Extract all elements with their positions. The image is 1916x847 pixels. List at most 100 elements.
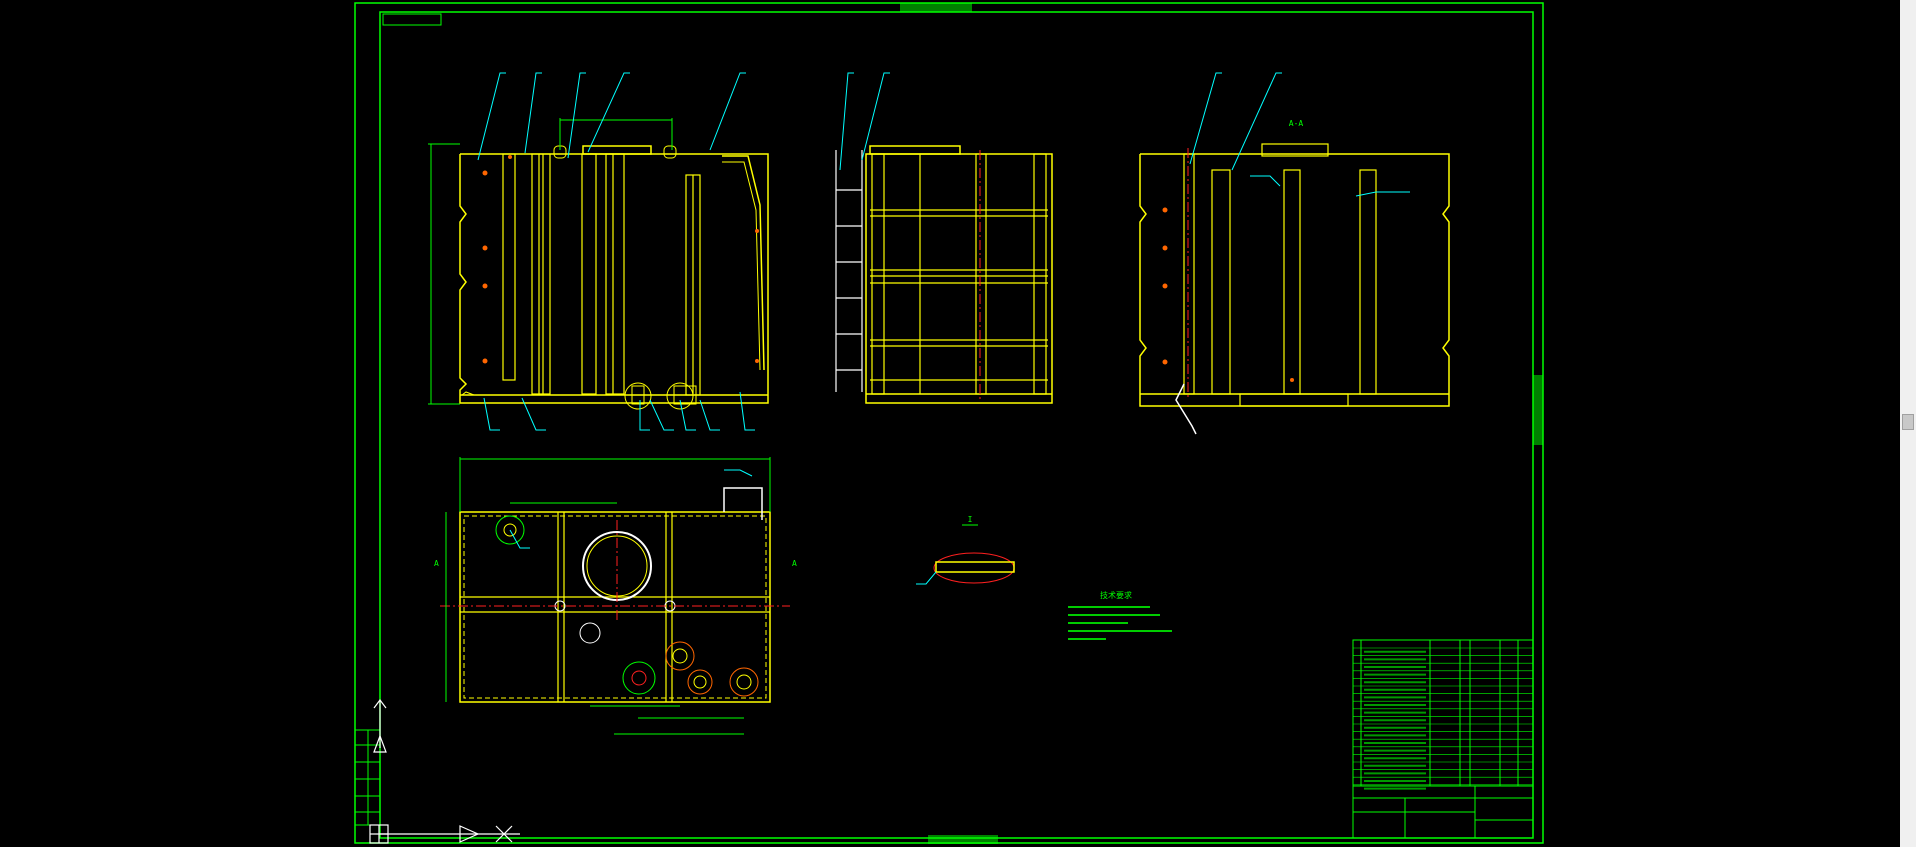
- hole-marker: [1162, 359, 1168, 365]
- section-label: A-A: [1289, 119, 1304, 128]
- plan-outline: [459, 511, 771, 703]
- front-view: [428, 72, 769, 431]
- leader-line: [679, 399, 696, 431]
- parts-list: [1352, 639, 1534, 787]
- inner-frame: [379, 11, 1534, 839]
- revision-column: [354, 729, 381, 826]
- leader-line: [1189, 72, 1222, 165]
- detail-label: I: [968, 515, 973, 524]
- right-view: A-A: [1139, 72, 1450, 435]
- view-marker: A: [792, 559, 797, 568]
- fitting-circle: [736, 674, 752, 690]
- hole-marker: [482, 283, 488, 289]
- leader-line: [567, 72, 586, 159]
- overflow-pipe: [722, 155, 765, 371]
- right-support: [1239, 393, 1349, 407]
- technical-requirements: 技术要求: [1068, 590, 1172, 640]
- valve-body: [673, 385, 697, 405]
- valve-body: [631, 385, 645, 405]
- hole-marker: [755, 359, 759, 363]
- stiffener: [605, 153, 625, 395]
- paper-space-icon: [369, 824, 520, 844]
- leader-line: [1231, 72, 1282, 171]
- front-view-outline: [459, 153, 769, 404]
- plan-view: A A: [434, 457, 797, 735]
- side-post: [871, 153, 885, 395]
- fitting-circle: [687, 669, 713, 695]
- leader-line: [724, 469, 753, 477]
- hole-marker: [1290, 378, 1294, 382]
- fitting-circle: [729, 667, 759, 697]
- detail-view: I: [916, 515, 1015, 585]
- leader-line: [839, 72, 854, 171]
- drawing-number-box: [382, 13, 442, 26]
- stiffener: [581, 153, 597, 395]
- leader-line: [587, 72, 630, 153]
- right-manhole: [1261, 143, 1329, 157]
- support-gusset: [460, 391, 475, 396]
- side-border-label-box: [1533, 375, 1543, 445]
- leader-line: [1355, 191, 1410, 197]
- outlet-flange: [624, 382, 652, 410]
- fitting-circle: [672, 648, 688, 664]
- vent-circle: [503, 523, 517, 537]
- outlet-flange: [666, 382, 694, 410]
- leader-line: [739, 391, 755, 431]
- leader-line: [649, 399, 674, 431]
- side-top-plate: [869, 145, 961, 155]
- detail-part: [935, 561, 1015, 573]
- leader-line: [861, 72, 890, 161]
- top-border-label-box: [900, 3, 972, 12]
- right-stiffener: [1211, 169, 1231, 395]
- plan-overflow-pipe: [723, 487, 763, 520]
- detail-ellipse: [933, 552, 1015, 584]
- leader-line: [916, 571, 937, 585]
- side-post: [975, 153, 987, 395]
- leader-line: [521, 397, 546, 431]
- fitting-circle: [693, 675, 707, 689]
- leader-line: [699, 399, 720, 431]
- manhole-cover: [582, 145, 652, 155]
- leader-line: [709, 72, 746, 151]
- view-marker: A: [434, 559, 439, 568]
- leader-line: [524, 72, 542, 154]
- parts-list-rows: [1353, 647, 1533, 790]
- scrollbar-thumb[interactable]: [1902, 414, 1914, 430]
- bottom-border-label-box: [928, 835, 998, 844]
- fitting-circle: [579, 622, 601, 644]
- vertical-scrollbar[interactable]: [1900, 0, 1916, 847]
- leader-line: [639, 400, 650, 431]
- side-view-outline: [865, 153, 1053, 404]
- stiffener: [531, 153, 551, 395]
- hole-marker: [1162, 283, 1168, 289]
- fitting-circle: [665, 641, 695, 671]
- hole-marker: [482, 170, 488, 176]
- vent-circle: [495, 515, 525, 545]
- hole-marker: [1162, 207, 1168, 213]
- overflow-pipe-inner: [722, 161, 761, 371]
- fitting-circle: [622, 661, 656, 695]
- title-block: [1352, 785, 1534, 839]
- leader-line: [483, 397, 500, 431]
- leader-line: [1250, 175, 1281, 187]
- fitting-circle: [631, 670, 647, 686]
- hole-marker: [755, 229, 759, 233]
- side-post: [1033, 153, 1047, 395]
- plan-inner: [463, 515, 767, 699]
- vent-cap: [663, 145, 677, 159]
- leader-line: [477, 72, 506, 161]
- leader-line: [509, 529, 530, 549]
- hole-marker: [482, 245, 488, 251]
- right-stiffener: [1283, 169, 1301, 395]
- side-view: [835, 72, 1053, 404]
- tech-title: 技术要求: [1100, 590, 1132, 600]
- stiffener: [502, 153, 516, 381]
- right-stiffener: [1183, 153, 1195, 395]
- drain-pipe: [1175, 383, 1197, 435]
- ucs-axis-icon: [373, 699, 387, 753]
- hole-marker: [508, 155, 512, 159]
- hole-marker: [482, 358, 488, 364]
- right-view-outline: [1139, 153, 1450, 407]
